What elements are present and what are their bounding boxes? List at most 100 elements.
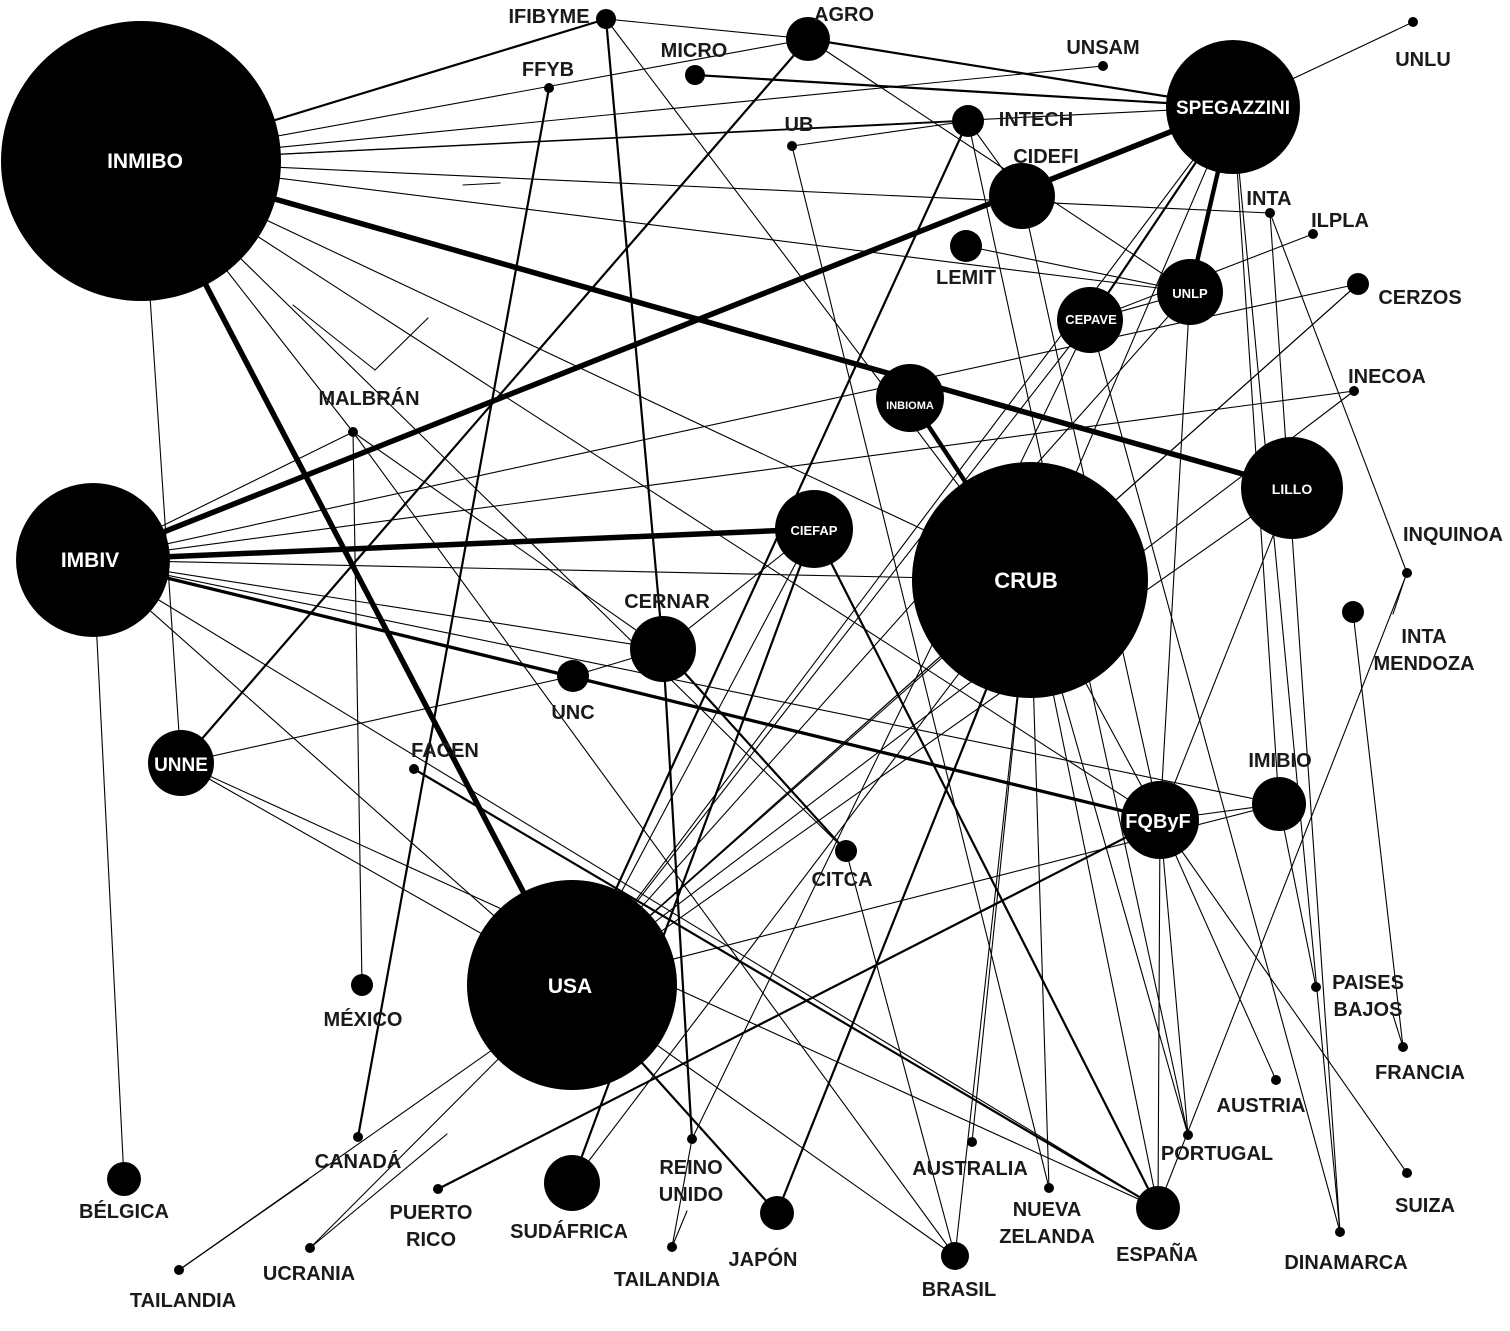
node-japon (760, 1196, 794, 1230)
node-austria (1271, 1075, 1281, 1085)
node-facen (409, 764, 419, 774)
node-paisesbajos (1311, 982, 1321, 992)
edge-malbran-brasil (352, 431, 956, 1257)
node-label-agro: AGRO (814, 4, 874, 26)
node-tailandia2 (667, 1242, 677, 1252)
node-label-unsam: UNSAM (1066, 37, 1139, 59)
label-leader-line (309, 1133, 448, 1249)
node-nuevazelanda (1044, 1183, 1054, 1193)
node-label-mexico: MÉXICO (324, 1008, 403, 1031)
node-label-inecoa: INECOA (1348, 366, 1426, 388)
edge-cepave-dinamarca (1089, 319, 1341, 1233)
node-label-micro: MICRO (661, 40, 728, 62)
node-reinounido (687, 1134, 697, 1144)
node-label-imbiv: IMBIV (61, 549, 119, 572)
edge-spegazzini-agro (806, 37, 1235, 109)
edge-imbiv-imibio (92, 559, 1280, 805)
node-label-lemit: LEMIT (936, 267, 996, 289)
node-label-suiza: SUIZA (1395, 1195, 1455, 1217)
edge-agro-unlp (807, 38, 1191, 293)
node-puertorico (433, 1184, 443, 1194)
node-label-espana: ESPAÑA (1116, 1243, 1198, 1266)
node-label-ciefap: CIEFAP (791, 523, 838, 538)
node-label-ucrania: UCRANIA (263, 1263, 355, 1285)
edge-intamendoza-francia (1352, 611, 1404, 1048)
edge-citca-brasil (845, 850, 956, 1257)
edge-inmibo-spegazzini (140, 106, 1234, 162)
edge-inmibo-fqbyf (140, 160, 1161, 821)
edge-spegazzini-micro (693, 73, 1235, 109)
node-intamendoza (1342, 601, 1364, 623)
edge-spegazzini-usa (571, 106, 1234, 986)
node-fqbyf (1121, 781, 1199, 859)
edge-fqbyf-espana (1157, 819, 1161, 1209)
node-label-inmibo: INMIBO (107, 150, 183, 173)
node-intech (952, 105, 984, 137)
node-label-cerzos: CERZOS (1378, 287, 1461, 309)
node-australia (967, 1137, 977, 1147)
label-leader-line (374, 317, 429, 371)
node-tailandia1 (174, 1265, 184, 1275)
node-unlu (1408, 17, 1418, 27)
node-label-malbran: MALBRÁN (318, 387, 419, 410)
edge-ffyb-canada (356, 86, 551, 1139)
edge-fqbyf-puertorico (436, 818, 1162, 1191)
label-leader-line (292, 304, 376, 371)
node-label-imibio: IMIBIO (1248, 750, 1311, 772)
network-edges (90, 17, 1414, 1271)
node-ciefap (775, 490, 853, 568)
node-label-cernar: CERNAR (624, 591, 710, 613)
edge-usa-intech (570, 119, 970, 987)
node-inta (1265, 208, 1275, 218)
edge-agro-unne (179, 37, 810, 765)
node-imbiv (16, 483, 170, 637)
node-inbioma (876, 364, 944, 432)
node-inquinoa (1402, 568, 1412, 578)
node-unc (557, 660, 589, 692)
node-label-belgica: BÉLGICA (79, 1200, 169, 1223)
node-cidefi (989, 163, 1055, 229)
node-label-inbioma: INBIOMA (886, 400, 934, 412)
node-label-fqbyf: FQByF (1125, 811, 1191, 833)
node-ilpla (1308, 229, 1318, 239)
edge-imbiv-inecoa (92, 390, 1355, 561)
node-label-brasil: BRASIL (922, 1279, 996, 1301)
node-imibio (1252, 777, 1306, 831)
node-label-unlp: UNLP (1172, 286, 1208, 301)
edge-fqbyf-portugal (1159, 819, 1189, 1136)
edge-imbiv-crub (92, 559, 1031, 581)
node-spegazzini (1166, 40, 1300, 174)
node-inecoa (1349, 386, 1359, 396)
node-mexico (351, 974, 373, 996)
node-label-unlu: UNLU (1395, 49, 1451, 71)
node-label-dinamarca: DINAMARCA (1284, 1252, 1407, 1274)
edge-inquinoa-espana (1157, 572, 1408, 1209)
edge-ciefap-espana (812, 527, 1160, 1210)
node-label-inquinoa: INQUINOA (1403, 524, 1503, 546)
edge-reinounido-tailandia2 (671, 1138, 693, 1248)
node-label-portugal: PORTUGAL (1161, 1143, 1273, 1165)
edge-ciefap-sudafrica (570, 527, 816, 1185)
edge-inmibo-unsam (140, 65, 1104, 162)
node-usa (467, 880, 677, 1090)
node-label-ilpla: ILPLA (1311, 210, 1369, 232)
edge-fqbyf-austria (1159, 819, 1277, 1081)
node-sudafrica (544, 1155, 600, 1211)
node-label-facen: FACEN (411, 740, 479, 762)
node-francia (1398, 1042, 1408, 1052)
edge-spegazzini-dinamarca (1232, 106, 1341, 1233)
node-label-lillo: LILLO (1272, 481, 1313, 497)
edge-facen-espana (412, 767, 1160, 1210)
network-labels: INMIBOIMBIVUSACRUBSPEGAZZINILILLOFQByFUN… (61, 4, 1503, 1312)
node-cernar (630, 616, 696, 682)
node-unsam (1098, 61, 1108, 71)
node-citca (835, 840, 857, 862)
edge-imbiv-belgica (92, 559, 125, 1180)
edge-imbiv-cernar (92, 559, 664, 650)
label-leader-line (462, 182, 501, 186)
node-canada (353, 1132, 363, 1142)
node-label-inta: INTA (1246, 188, 1291, 210)
